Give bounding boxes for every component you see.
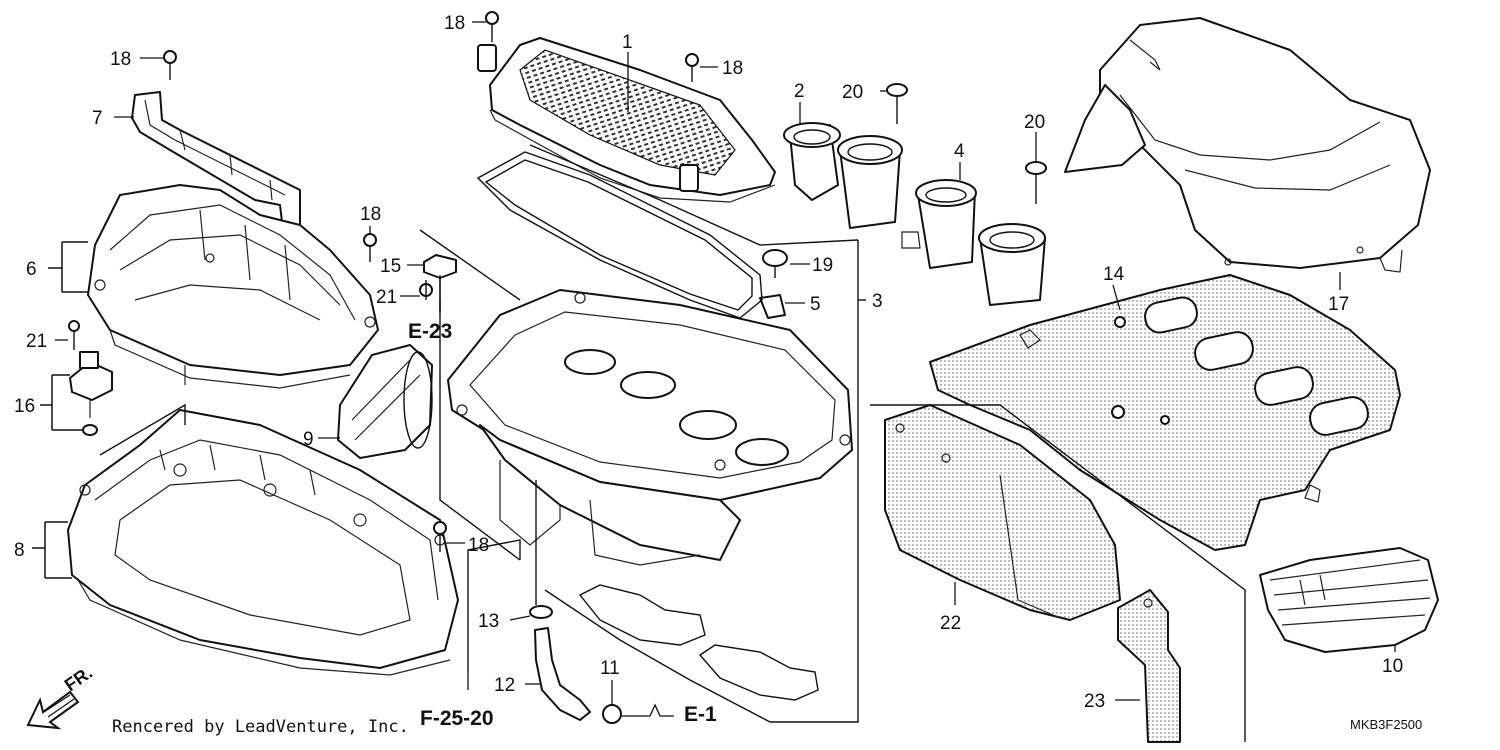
callout-22: 22 [940,613,961,634]
callout-7: 7 [92,108,103,129]
part-16-sensor [69,351,113,436]
bolt-18-b [163,50,177,80]
bolt-18-d [363,233,377,262]
part-12-hose [534,627,591,721]
bolt-18-c [685,53,699,82]
callout-8: 8 [14,540,25,561]
part-1-top-lid [477,37,776,203]
callout-21-b: 21 [26,331,47,352]
part-9-duct [337,344,433,459]
callout-14: 14 [1103,264,1125,285]
bolt-21-a [419,280,433,300]
part-17-side-cover [1064,17,1431,273]
front-direction-label: FR. [61,662,96,695]
element-seal [476,151,763,319]
part-5-clip [759,294,786,319]
callout-1: 1 [622,32,633,53]
front-direction-arrow: FR. [26,662,96,730]
reference-labels: E-23 F-25-20 E-1 [408,320,717,730]
credit-text: Rencered by LeadVenture, Inc. [112,717,409,737]
bolt-18-e [433,521,447,552]
callout-4: 4 [954,141,965,162]
leader-lines [55,21,1396,717]
callout-12: 12 [494,675,515,696]
part-6-upper-cover [87,184,379,389]
callout-18-lower: 18 [468,535,489,556]
callout-13: 13 [478,611,499,632]
callout-17: 17 [1328,294,1349,315]
callout-18-top: 18 [444,13,465,34]
callout-20-a: 20 [842,82,863,103]
callout-18-mid: 18 [360,204,381,225]
callout-19: 19 [812,255,833,276]
callout-2: 2 [794,81,805,102]
part-11-clip [602,704,622,724]
ref-e1: E-1 [684,703,717,726]
bolt-18-a [485,11,499,42]
callout-18-lid: 18 [722,58,743,79]
callout-10: 10 [1382,656,1403,677]
part-22-guard [884,404,1121,621]
callout-5: 5 [810,294,821,315]
callout-16: 16 [14,396,35,417]
callout-labels: 1 2 3 4 5 6 7 8 9 10 11 12 13 14 15 16 1… [14,13,1403,712]
part-3-air-cleaner-case [447,289,853,566]
callout-18-left: 18 [110,49,131,70]
callout-21-a: 21 [376,287,397,308]
outlet-seals [578,584,819,701]
group-brackets [32,241,88,579]
callout-23: 23 [1084,691,1105,712]
part-14-plate [929,274,1401,551]
bolt-20-b [1025,161,1047,204]
callout-20-b: 20 [1024,112,1045,133]
part-8-lower-case [67,409,459,676]
assembly-outline [99,144,1246,742]
bolt-20-a [886,83,908,124]
callout-9: 9 [303,429,314,450]
ref-e23: E-23 [408,320,452,343]
part-2-funnels [783,122,903,229]
callout-3: 3 [872,291,883,312]
part-23-bracket [1117,589,1181,743]
part-4-funnels [901,179,1046,306]
part-10-boot [1259,547,1439,653]
ref-f2520: F-25-20 [420,707,494,730]
callout-15: 15 [380,256,401,277]
callout-6: 6 [26,259,37,280]
part-13-clip [529,605,553,619]
bolt-19 [762,249,788,278]
bolt-21-b [68,320,80,350]
diagram-code: MKB3F2500 [1350,717,1422,732]
bolts [68,11,1047,552]
callout-11: 11 [600,658,620,679]
